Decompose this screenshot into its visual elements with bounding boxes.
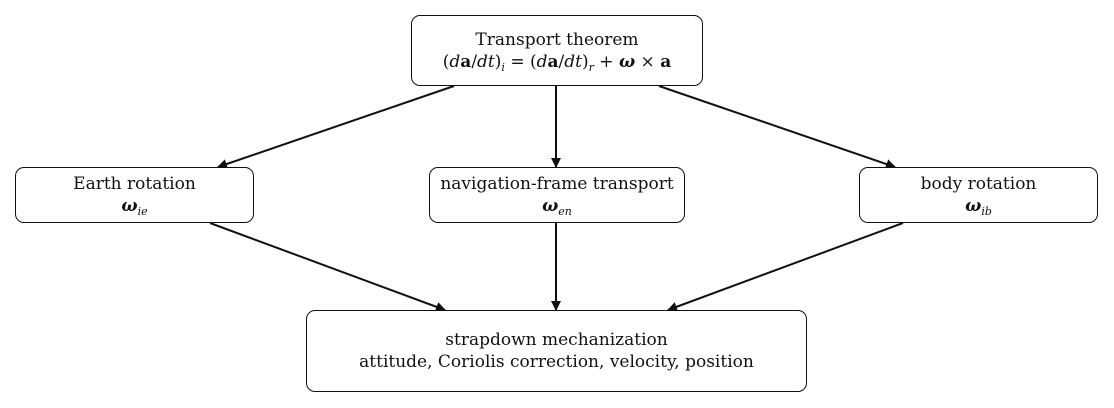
navigation-frame-transport-symbol: ωen — [542, 196, 572, 218]
transport-theorem-formula: (da/dt)i = (da/dt)r + ω × a — [442, 51, 672, 74]
earth-rotation-node: Earth rotation ωie — [15, 167, 254, 223]
earth-rotation-symbol: ωie — [121, 196, 148, 218]
transport-theorem-title: Transport theorem — [475, 29, 639, 50]
strapdown-mechanization-node: strapdown mechanization attitude, Coriol… — [306, 310, 807, 392]
arrow-body-to-strapdown — [667, 222, 904, 312]
arrow-transport-to-body — [658, 85, 896, 169]
strapdown-mechanization-subtitle: attitude, Coriolis correction, velocity,… — [359, 352, 754, 372]
navigation-frame-transport-node: navigation-frame transport ωen — [429, 167, 685, 223]
arrow-earth-to-strapdown — [209, 222, 446, 312]
body-rotation-symbol: ωib — [965, 196, 992, 218]
body-rotation-title: body rotation — [920, 174, 1037, 194]
strapdown-mechanization-title: strapdown mechanization — [445, 330, 668, 350]
earth-rotation-title: Earth rotation — [73, 174, 196, 194]
arrow-transport-to-earth — [217, 85, 455, 169]
navigation-frame-transport-title: navigation-frame transport — [440, 174, 674, 194]
transport-theorem-node: Transport theorem (da/dt)i = (da/dt)r + … — [411, 15, 703, 86]
body-rotation-node: body rotation ωib — [859, 167, 1098, 223]
